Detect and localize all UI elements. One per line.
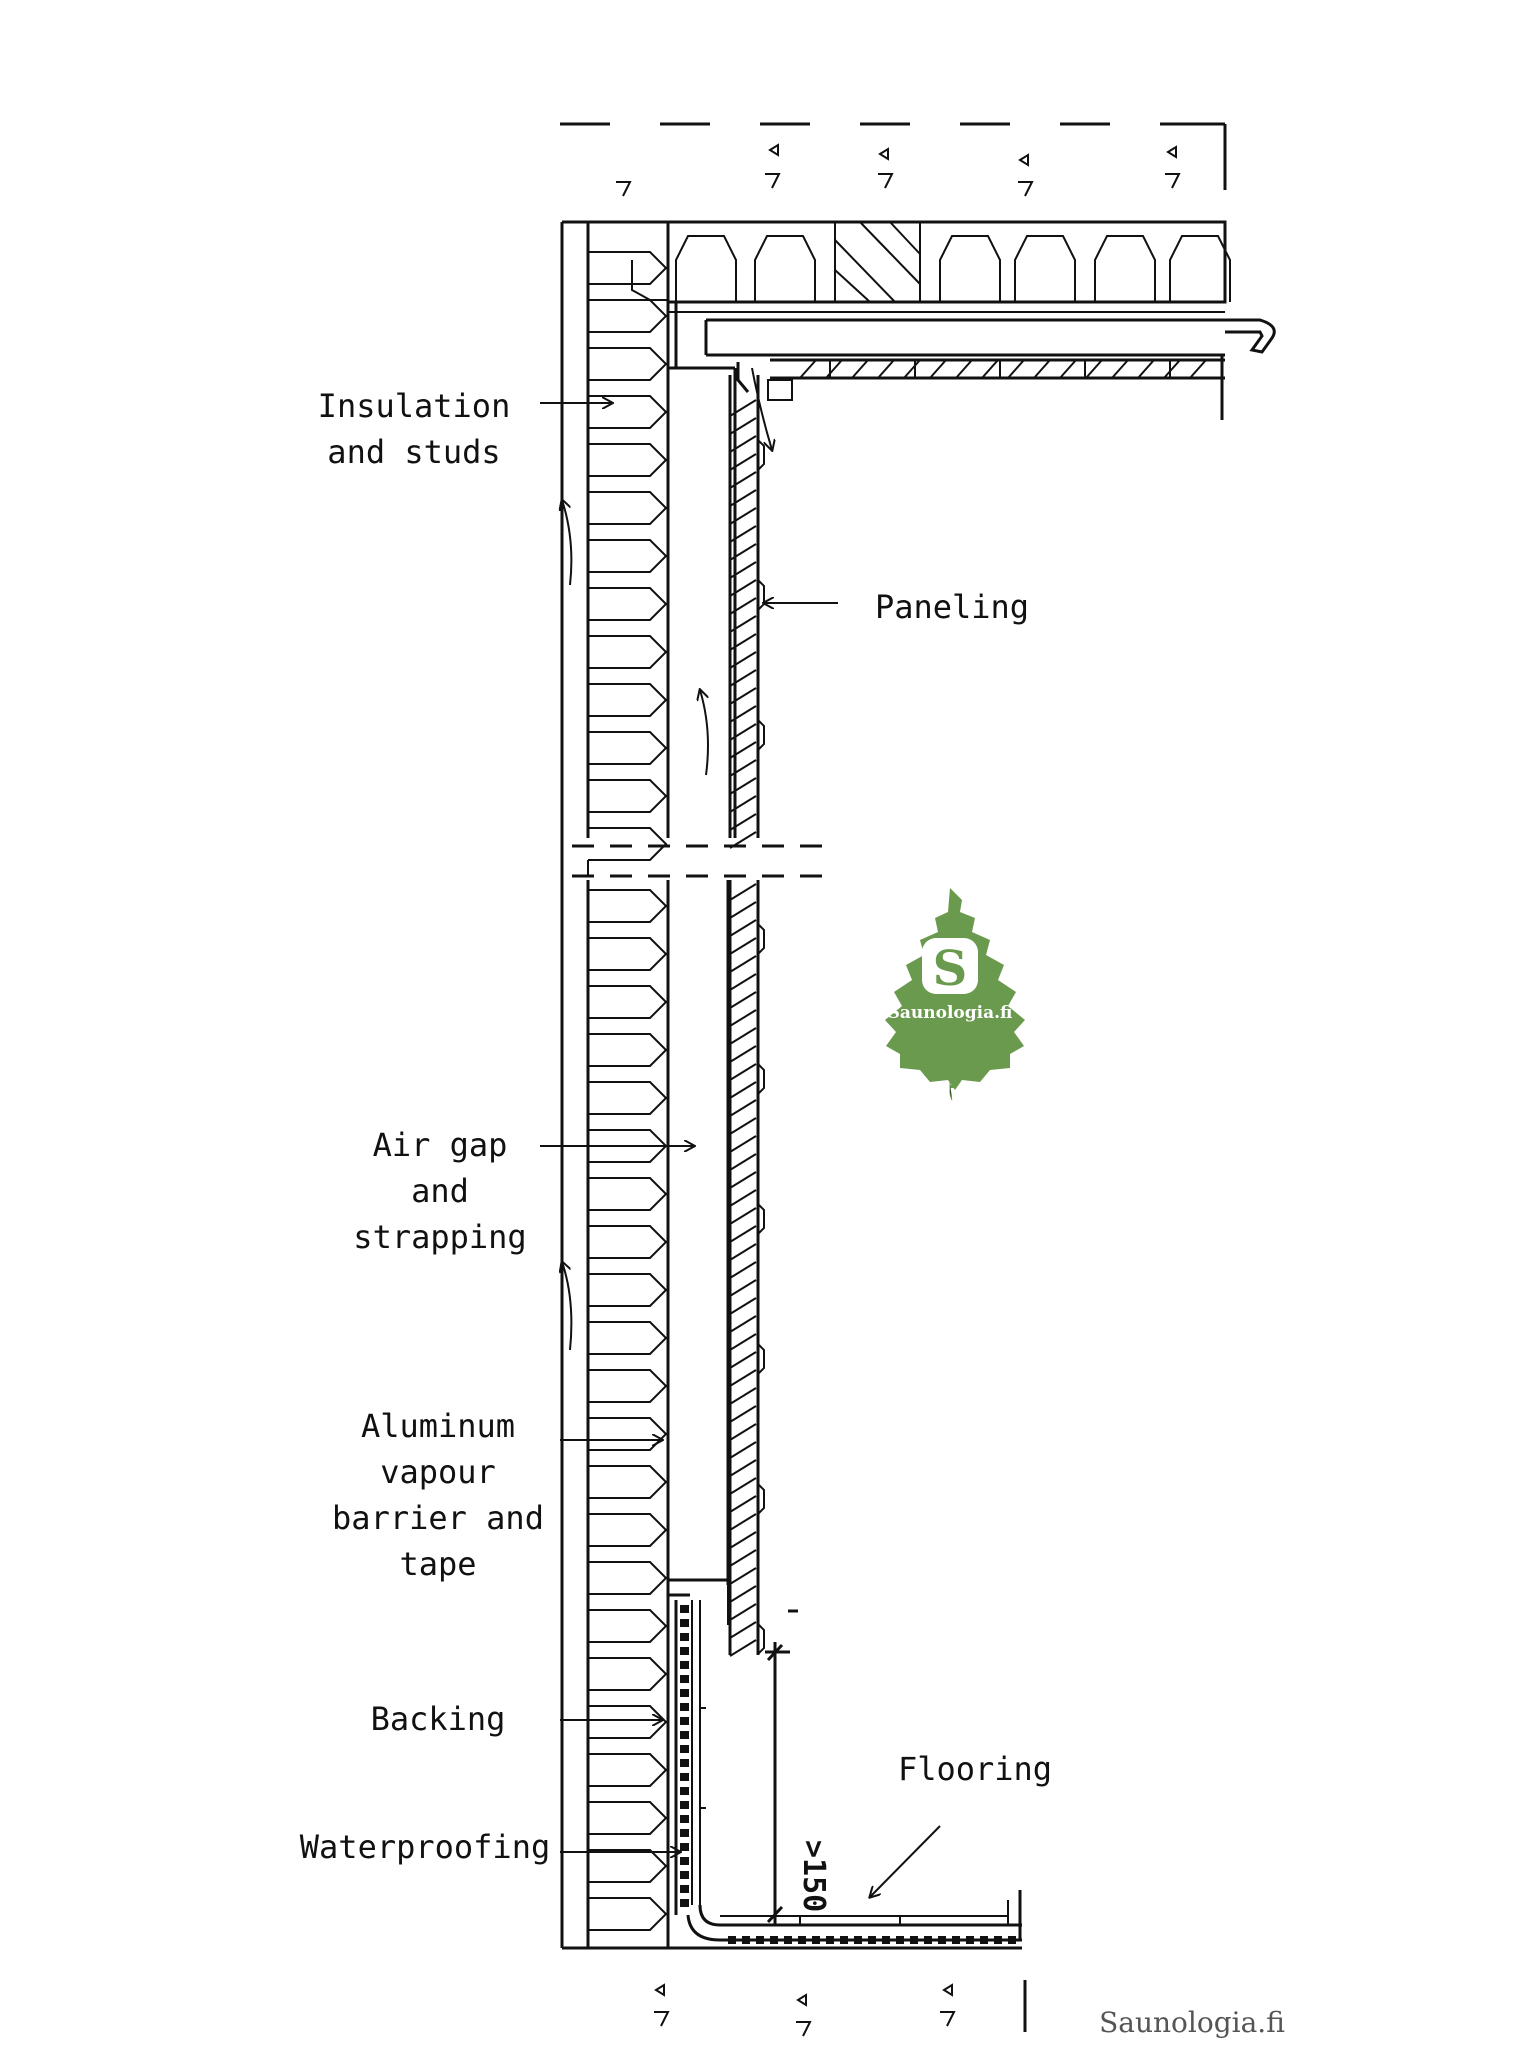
label-vapour-2: vapour xyxy=(380,1453,496,1491)
ceiling-insulation xyxy=(666,220,1231,304)
height-dimension: >150 xyxy=(765,1609,831,1925)
label-flooring: Flooring xyxy=(898,1750,1052,1788)
label-air-gap-1: Air gap xyxy=(373,1126,508,1164)
ceiling-slab xyxy=(560,122,1227,224)
saunologia-logo: S Saunologia.fi xyxy=(885,888,1025,1101)
flooring xyxy=(562,1890,1027,2037)
air-gap-strapping xyxy=(668,302,737,1585)
label-air-gap-3: strapping xyxy=(353,1218,526,1256)
logo-text: Saunologia.fi xyxy=(888,1003,1013,1023)
label-vapour-4: tape xyxy=(399,1545,476,1583)
labels: Insulation and studs Paneling Air gap an… xyxy=(300,387,1052,1866)
airflow-arrows xyxy=(562,367,772,1351)
label-waterproofing: Waterproofing xyxy=(300,1828,550,1866)
waterproofing-layer xyxy=(666,1578,730,1948)
leader-lines xyxy=(540,403,941,1897)
dimension-label: >150 xyxy=(796,1840,831,1912)
label-insulation-2: and studs xyxy=(327,433,500,471)
break-line xyxy=(572,844,825,878)
label-air-gap-2: and xyxy=(411,1172,469,1210)
wall-paneling xyxy=(728,362,765,1657)
wall-insulation xyxy=(560,222,670,1948)
ceiling-paneling xyxy=(668,300,1276,420)
label-vapour-1: Aluminum xyxy=(361,1407,515,1445)
label-vapour-3: barrier and xyxy=(332,1499,544,1537)
label-paneling: Paneling xyxy=(875,588,1029,626)
logo-letter: S xyxy=(933,941,968,997)
watermark: Saunologia.fi xyxy=(1099,2006,1285,2039)
label-insulation-1: Insulation xyxy=(318,387,511,425)
label-backing: Backing xyxy=(371,1700,506,1738)
